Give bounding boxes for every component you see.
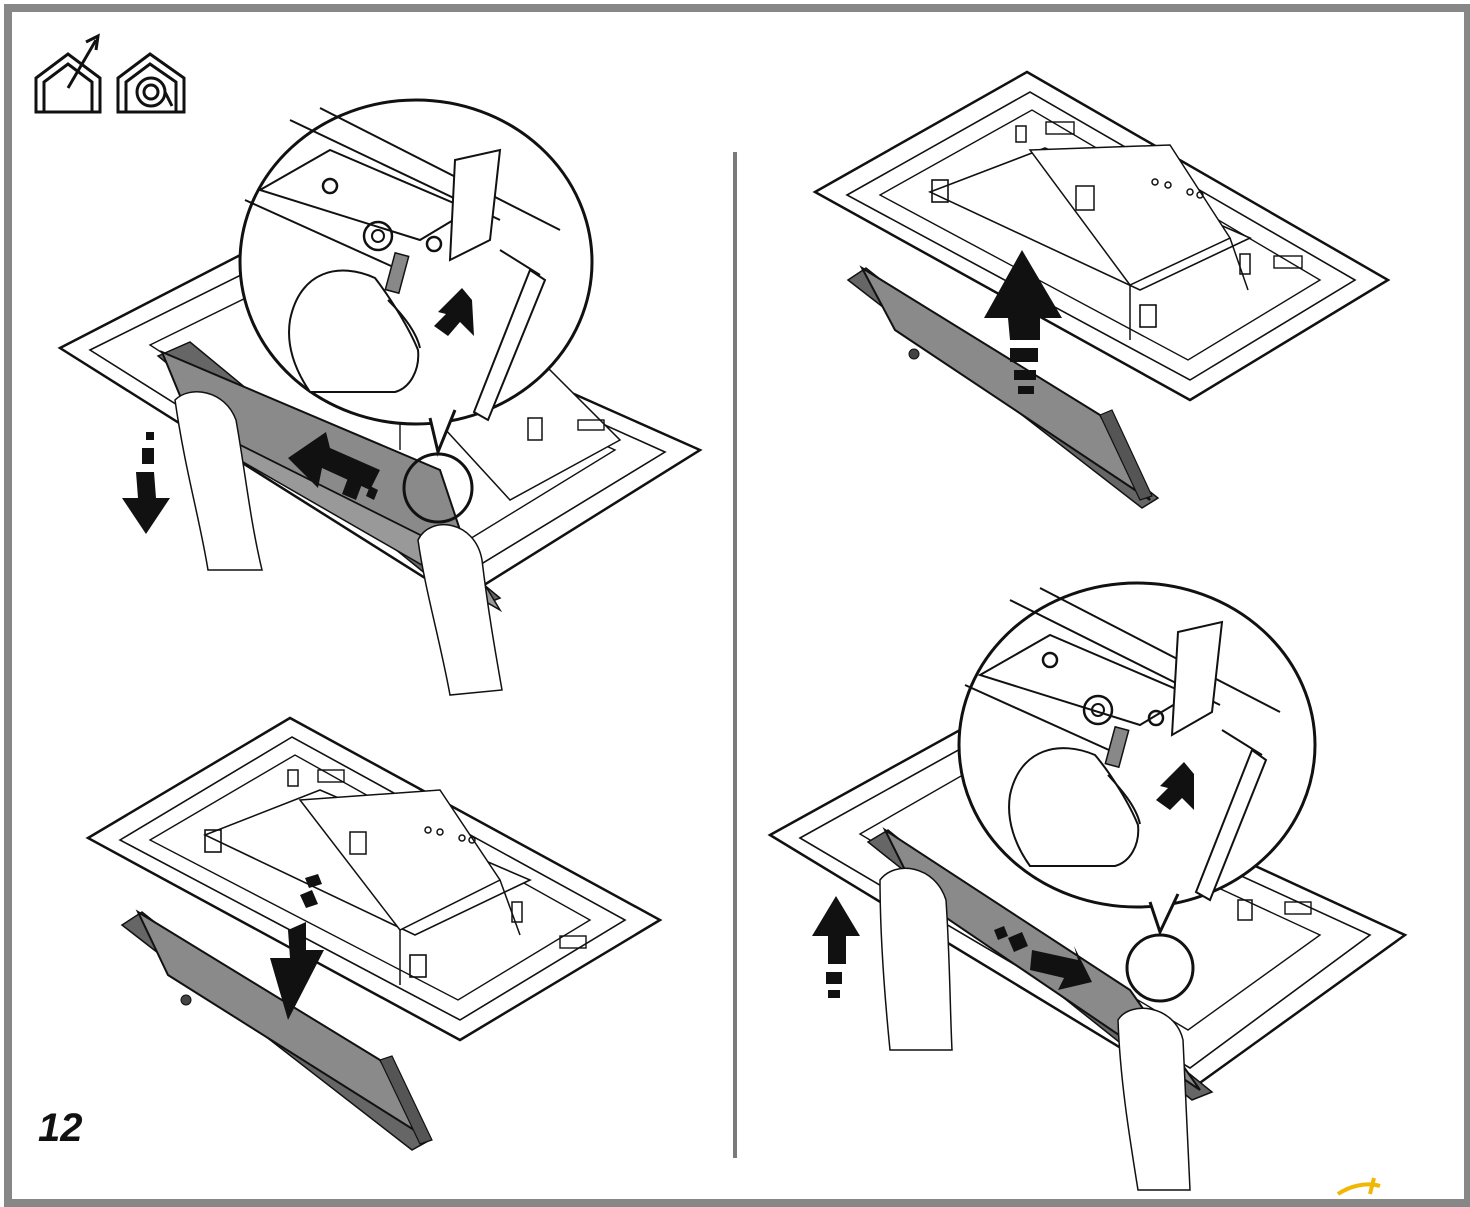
push-up-arrow — [984, 250, 1062, 394]
pull-down-arrow — [122, 432, 170, 534]
accent-mark — [1336, 1182, 1381, 1196]
lower-filter-panel — [85, 716, 663, 1151]
down-arrow — [270, 874, 324, 1020]
slide-left-arrow — [288, 432, 380, 500]
accent-mark-stroke — [1368, 1177, 1376, 1195]
step-number: 12 — [38, 1106, 83, 1150]
lift-up-arrow — [812, 896, 860, 998]
ducted-exhaust-icon — [34, 33, 102, 114]
slide-right-arrow — [994, 926, 1092, 990]
remove-grease-filter-panel — [57, 98, 703, 696]
insert-filter-panel — [812, 70, 1391, 509]
lock-filter-panel — [767, 581, 1408, 1191]
panel-divider — [733, 152, 737, 1158]
recirculation-icon — [116, 52, 186, 114]
